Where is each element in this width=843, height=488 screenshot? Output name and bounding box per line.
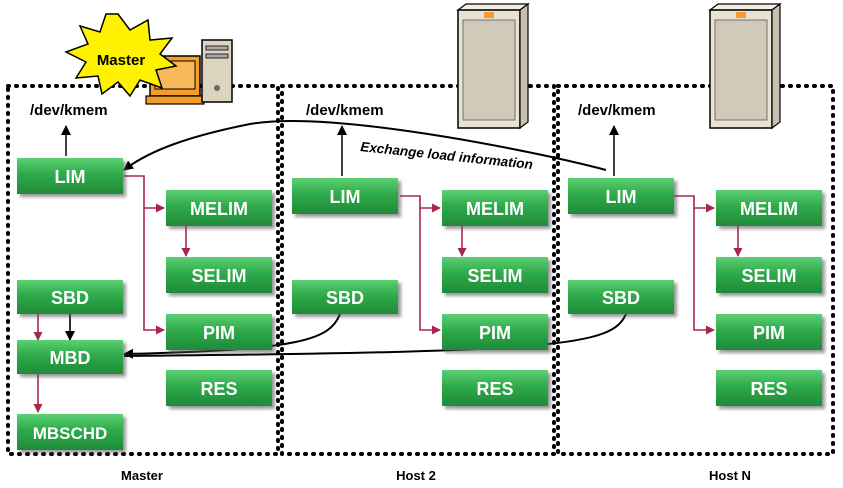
master-mbschd-box: MBSCHD xyxy=(17,414,123,450)
host2-server-icon xyxy=(456,2,530,130)
hostn-res-label: RES xyxy=(750,379,787,399)
master-kmem-label: /dev/kmem xyxy=(30,102,108,119)
exchange-load-label: Exchange load information xyxy=(360,139,534,172)
master-selim-box: SELIM xyxy=(166,257,272,293)
hostn-sbd-label: SBD xyxy=(602,288,640,308)
master-pim-box: PIM xyxy=(166,314,272,350)
host2-kmem-label: /dev/kmem xyxy=(306,102,384,119)
master-badge: Master xyxy=(64,13,178,98)
master-res-label: RES xyxy=(200,379,237,399)
master-host-frame xyxy=(6,84,280,456)
hostn-lim-box: LIM xyxy=(568,178,674,214)
master-lim-to-melim-arrow xyxy=(124,175,165,213)
master-lim-label: LIM xyxy=(55,167,86,187)
hostn-kmem-label: /dev/kmem xyxy=(578,102,656,119)
host2-sbd-label: SBD xyxy=(326,288,364,308)
hostn-frame xyxy=(556,84,835,456)
hostn-selim-box: SELIM xyxy=(716,257,822,293)
host2-frame xyxy=(280,84,556,456)
host2-sbd-box: SBD xyxy=(292,280,398,314)
hostn-pim-box: PIM xyxy=(716,314,822,350)
master-sbd-label: SBD xyxy=(51,288,89,308)
master-mbd-box: MBD xyxy=(17,340,123,374)
host2-melim-box: MELIM xyxy=(442,190,548,226)
hostn-sbd-box: SBD xyxy=(568,280,674,314)
hostn-melim-label: MELIM xyxy=(740,199,798,219)
host2-lim-to-pim-arrow xyxy=(419,208,441,335)
master-melim-label: MELIM xyxy=(190,199,248,219)
hostn-lim-to-melim-arrow xyxy=(672,195,715,213)
master-computer-icon xyxy=(145,39,233,105)
hostn-melim-box: MELIM xyxy=(716,190,822,226)
master-pim-label: PIM xyxy=(203,323,235,343)
master-lim-box: LIM xyxy=(17,158,123,194)
master-res-box: RES xyxy=(166,370,272,406)
master-mbschd-label: MBSCHD xyxy=(33,424,108,443)
hostn-server-icon xyxy=(708,2,782,130)
master-sbd-box: SBD xyxy=(17,280,123,314)
host2-res-label: RES xyxy=(476,379,513,399)
host2-pim-label: PIM xyxy=(479,323,511,343)
master-mbd-label: MBD xyxy=(50,348,91,368)
host2-pim-box: PIM xyxy=(442,314,548,350)
host2-sbd-to-mbd-curve xyxy=(123,313,341,359)
hostn-res-box: RES xyxy=(716,370,822,406)
hostn-caption: Host N xyxy=(709,468,751,483)
master-selim-label: SELIM xyxy=(191,266,246,286)
host2-melim-label: MELIM xyxy=(466,199,524,219)
host2-selim-box: SELIM xyxy=(442,257,548,293)
master-badge-label: Master xyxy=(97,52,146,69)
host2-lim-box: LIM xyxy=(292,178,398,214)
host2-lim-to-melim-arrow xyxy=(400,195,441,213)
hostn-pim-label: PIM xyxy=(753,323,785,343)
host2-caption: Host 2 xyxy=(396,468,436,483)
host2-selim-label: SELIM xyxy=(467,266,522,286)
host2-res-box: RES xyxy=(442,370,548,406)
burst-shape xyxy=(64,13,178,98)
host2-lim-label: LIM xyxy=(330,187,361,207)
hostn-lim-label: LIM xyxy=(606,187,637,207)
master-melim-box: MELIM xyxy=(166,190,272,226)
hostn-selim-label: SELIM xyxy=(741,266,796,286)
master-host-caption: Master xyxy=(121,468,163,483)
exchange-load-curve xyxy=(123,120,607,171)
hostn-lim-to-pim-arrow xyxy=(693,208,715,335)
master-lim-to-pim-arrow xyxy=(143,208,165,335)
